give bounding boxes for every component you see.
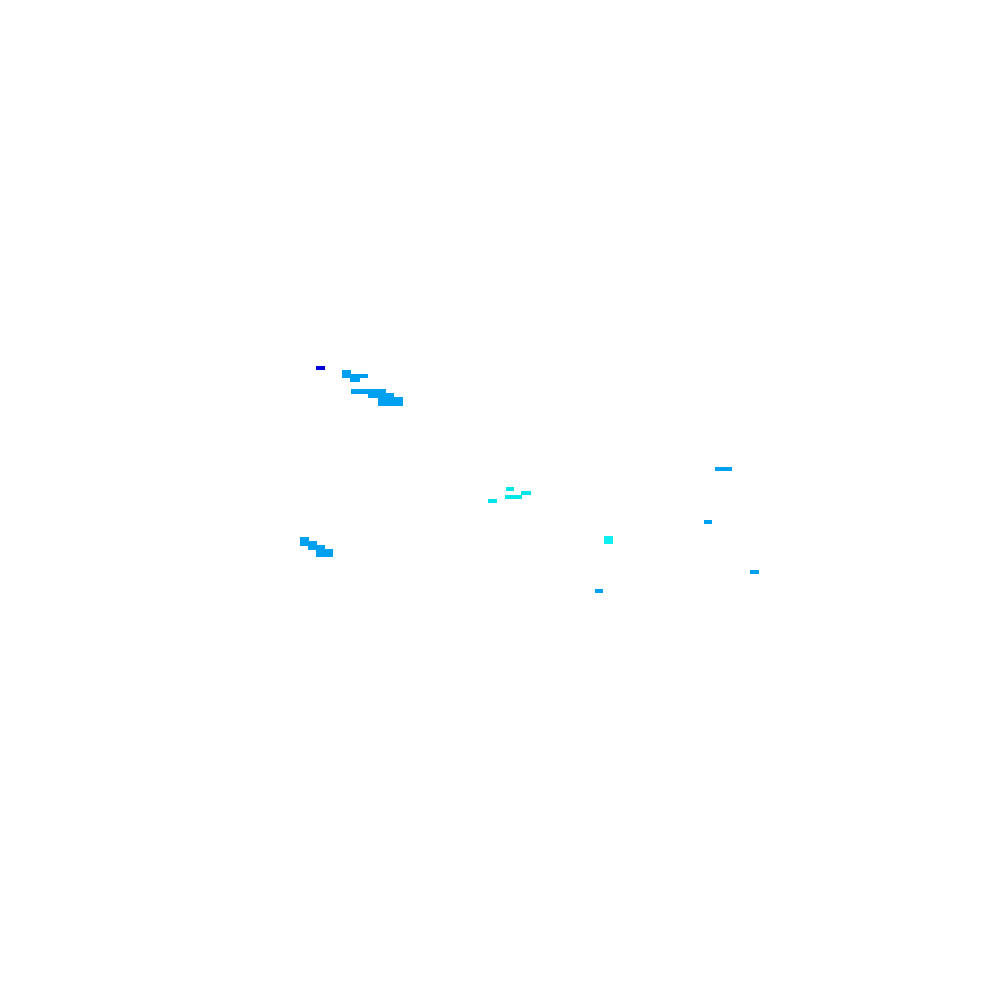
northwest-point [316,366,325,370]
map-feature [308,541,317,550]
central-point [604,536,613,544]
map-feature [704,520,712,524]
central-cluster [488,487,531,503]
southwest-cluster [300,537,333,557]
map-feature [715,467,732,471]
map-feature [488,499,497,503]
map-feature [750,570,759,574]
map-feature [604,536,613,544]
map-feature [505,495,522,499]
map-feature [506,487,514,491]
east-scatter [595,467,759,593]
map-feature [300,537,309,546]
map-feature [595,589,603,593]
northwest-cluster [342,370,403,406]
map-feature [368,393,394,398]
map-feature [342,370,351,378]
map-feature [378,397,403,406]
map-feature [350,378,360,382]
map-feature [350,374,368,378]
map-feature [316,549,333,557]
map-feature [521,491,531,495]
map-feature [351,389,386,394]
map-feature [316,366,325,370]
